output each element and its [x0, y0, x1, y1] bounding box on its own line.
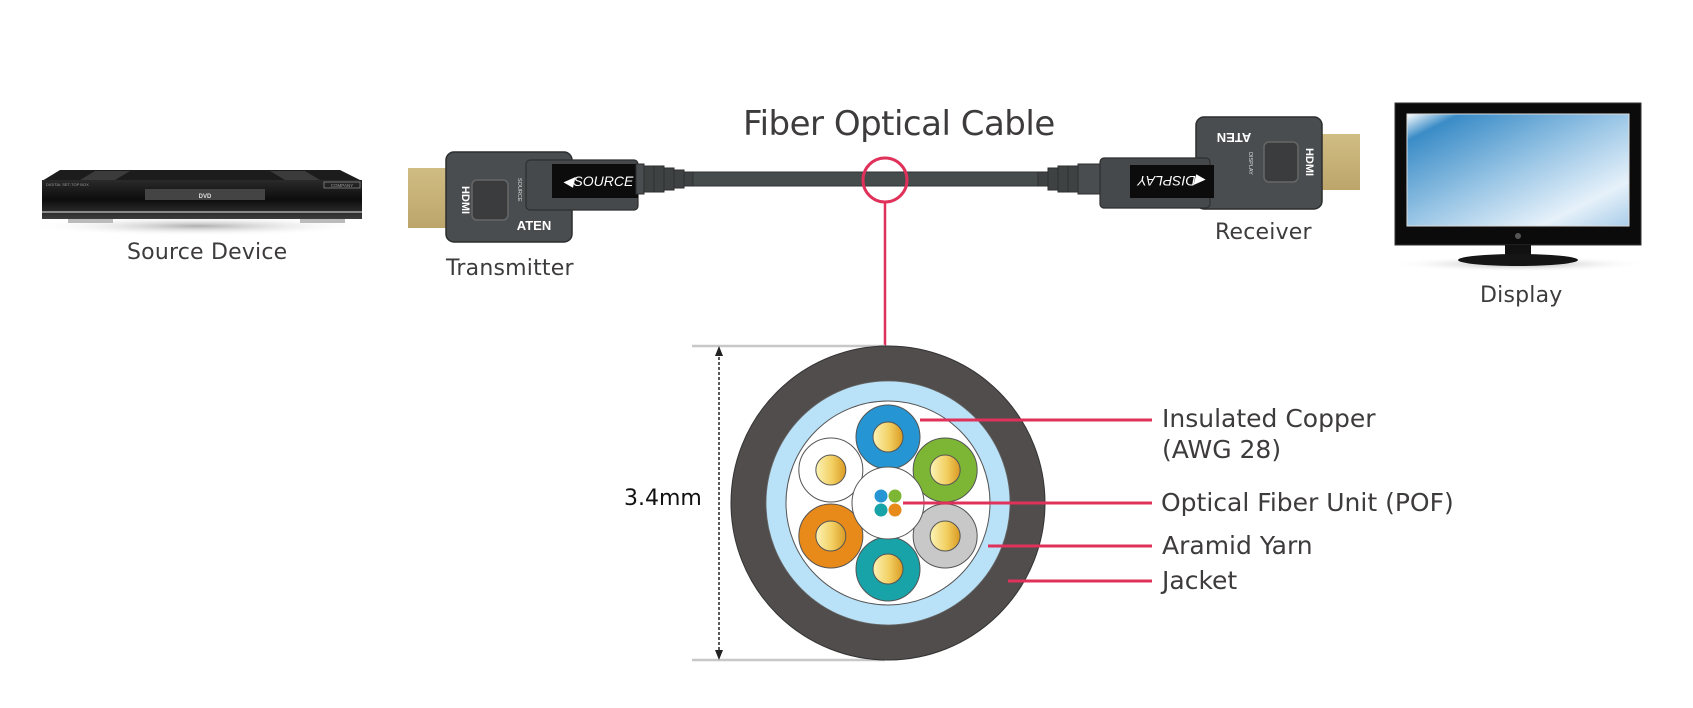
receiver-tag-text: ◀DISPLAY — [1136, 173, 1207, 189]
copper-gray-conductor — [929, 520, 961, 552]
transmitter-tag-text: ◀SOURCE — [563, 173, 634, 189]
callout-aramid-yarn: Aramid Yarn — [1162, 531, 1313, 560]
cable-line — [692, 171, 1042, 187]
copper-blue-conductor — [872, 421, 904, 453]
fiber-core-green — [888, 489, 902, 503]
callout-jacket: Jacket — [1162, 566, 1238, 595]
dvd-brand-text: COMPANY — [331, 183, 353, 188]
transmitter-hdmi-text: HDMI — [459, 186, 471, 214]
dvd-panel-text: DVD — [199, 194, 212, 200]
receiver-hdmi-text: HDMI — [1303, 148, 1315, 176]
callout-insulated-copper-line2: (AWG 28) — [1162, 435, 1282, 464]
copper-white-conductor — [815, 454, 847, 486]
transmitter-image — [408, 151, 695, 243]
receiver-label: Receiver — [1215, 220, 1312, 245]
callout-insulated-copper: Insulated Copper (AWG 28) — [1162, 403, 1376, 465]
callout-optical-fiber-unit: Optical Fiber Unit (POF) — [1161, 488, 1454, 517]
transmitter-brand-text: ATEN — [517, 218, 551, 233]
callout-insulated-copper-line1: Insulated Copper — [1162, 404, 1376, 433]
fiber-core-blue — [874, 489, 888, 503]
copper-green-conductor — [929, 454, 961, 486]
display-label: Display — [1480, 283, 1563, 308]
diagram-title: Fiber Optical Cable — [743, 104, 1055, 144]
source-device-image — [28, 170, 368, 236]
transmitter-label: Transmitter — [446, 256, 574, 281]
diameter-label: 3.4mm — [624, 486, 702, 511]
cable-cross-section — [692, 344, 1152, 662]
receiver-brand-text: ATEN — [1217, 130, 1251, 145]
receiver-side-text: DISPLAY — [1247, 152, 1253, 175]
copper-teal-conductor — [872, 553, 904, 585]
dvd-model-text: DIGITAL SET-TOP BOX — [46, 182, 89, 187]
receiver-image — [1037, 116, 1360, 210]
fiber-core-orange — [888, 503, 902, 517]
display-image — [1389, 102, 1649, 272]
source-device-label: Source Device — [127, 240, 288, 265]
copper-orange-conductor — [815, 520, 847, 552]
transmitter-side-text: SOURCE — [516, 178, 522, 202]
fiber-core-teal — [874, 503, 888, 517]
